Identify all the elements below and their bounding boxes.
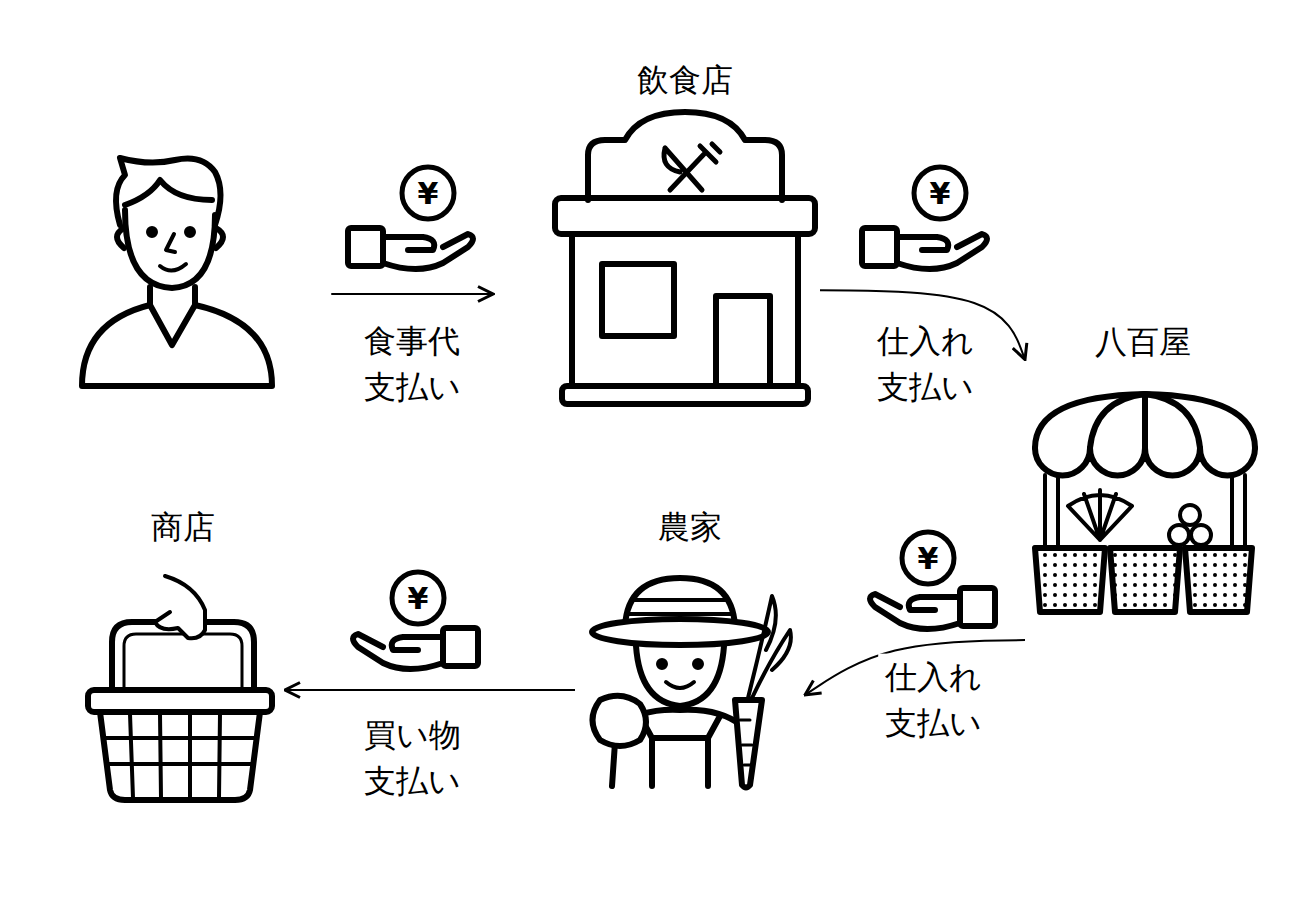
edge-label: 仕入れ 支払い [870,318,980,411]
stall-icon [1035,394,1255,612]
entity-node: 飲食店 [550,58,820,410]
farmer-icon [592,578,791,788]
yen-sign: ¥ [918,544,939,574]
payment-arrow [332,293,493,295]
edge-label: 仕入れ 支払い [878,654,988,747]
payment-label: 食事代 支払い [359,318,465,411]
basket-icon [88,576,272,800]
node-title: 農家 [575,505,805,550]
node-title: 八百屋 [1025,320,1260,365]
entity-node: 商店 [80,505,285,795]
entity-node: 八百屋 [1025,320,1260,650]
node-title: 商店 [80,505,285,550]
yen-sign: ¥ [408,584,429,614]
node-title: 飲食店 [550,58,820,103]
person-icon [82,158,272,386]
yen-sign: ¥ [930,179,951,209]
payment-arrow [285,689,575,691]
restaurant-icon [555,112,815,404]
coin-hand [348,167,995,669]
yen-sign: ¥ [418,179,439,209]
entity-node: 農家 [575,505,805,795]
edge-label: 買い物 支払い [357,712,467,805]
